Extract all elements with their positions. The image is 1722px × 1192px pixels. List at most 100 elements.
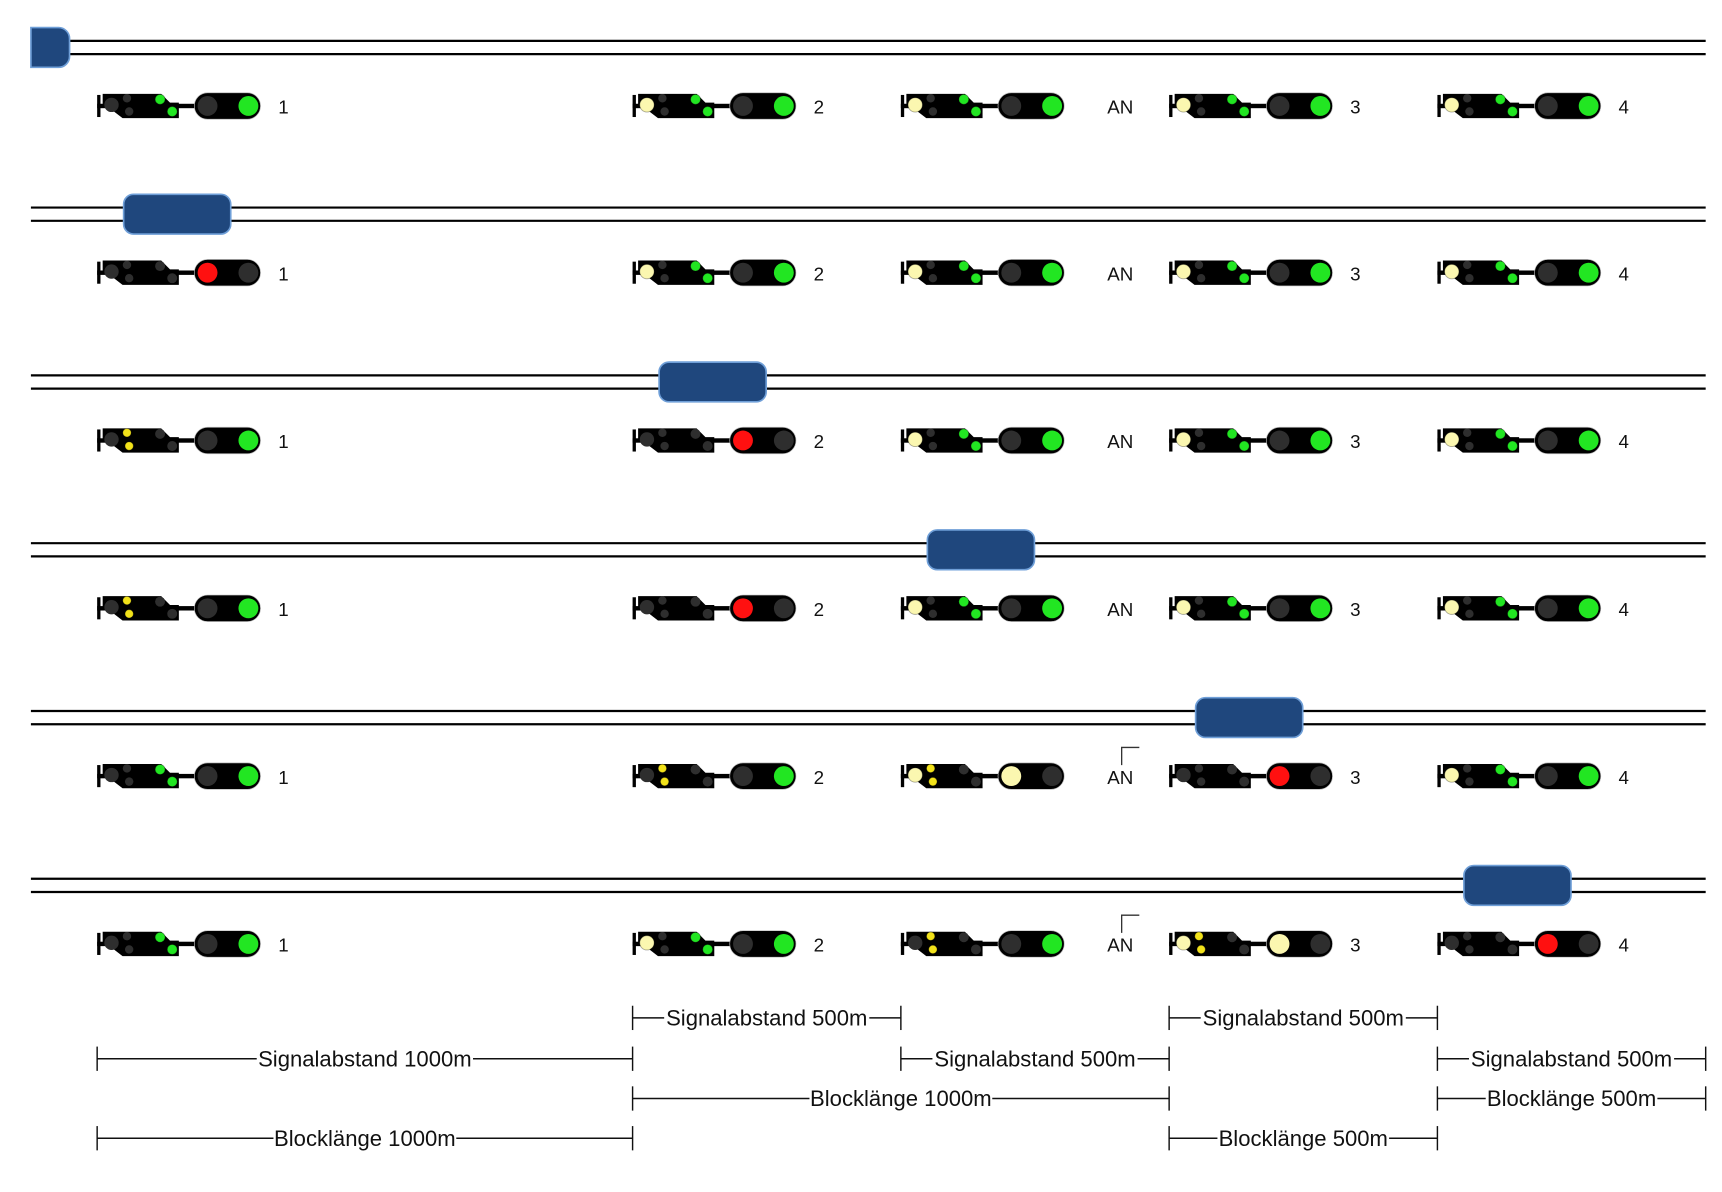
- signal-4: 4: [1437, 426, 1629, 455]
- signal-label-4: 4: [1618, 263, 1628, 284]
- distant-lamp-2-off: [122, 94, 132, 103]
- signal-bracket: [632, 606, 642, 611]
- main-lamp-2-green: [1310, 96, 1331, 116]
- distant-lamp-2-off: [658, 596, 667, 605]
- distant-lamp-5-green: [166, 776, 178, 788]
- distant-lamp-1-white_yellow: [1444, 263, 1460, 280]
- signal-label-2: 2: [814, 431, 824, 452]
- main-lamp-1-off: [733, 96, 753, 116]
- signal-connector: [1248, 438, 1269, 443]
- main-lamp-1-off: [1001, 598, 1022, 619]
- signal-label-4: 4: [1618, 431, 1628, 452]
- distant-lamp-2-off: [1194, 764, 1204, 773]
- main-lamp-2-green: [238, 598, 259, 619]
- distant-lamp-3-yellow: [1196, 944, 1206, 955]
- signal-connector: [176, 941, 197, 947]
- signal-label-3: 3: [1350, 767, 1360, 788]
- signal-bracket: [97, 103, 106, 109]
- distant-lamp-5-green: [1238, 106, 1250, 117]
- main-lamp-1-red: [197, 262, 218, 283]
- main-lamp-1-off: [733, 262, 753, 283]
- distant-lamp-2-yellow: [122, 428, 132, 438]
- train: [1463, 864, 1572, 907]
- distant-lamp-4-green: [690, 93, 701, 105]
- distant-lamp-4-green: [958, 428, 970, 440]
- distant-lamp-5-green: [166, 944, 178, 955]
- train: [122, 193, 232, 235]
- distant-lamp-4-off: [690, 596, 701, 607]
- main-lamp-2-green: [1310, 430, 1331, 451]
- signal-bracket: [97, 773, 106, 779]
- distant-lamp-3-off: [124, 107, 134, 116]
- signal-label-3: 3: [1350, 97, 1360, 118]
- main-lamp-1-red: [1269, 766, 1290, 787]
- signal-label-1: 1: [278, 431, 288, 452]
- train: [926, 529, 1036, 571]
- signal-bracket: [1169, 773, 1178, 779]
- main-lamp-2-green: [773, 262, 794, 283]
- signal-label-3: 3: [1350, 431, 1360, 452]
- signal-connector: [980, 103, 1001, 109]
- distant-lamp-3-off: [1196, 441, 1206, 451]
- main-lamp-2-green: [1042, 430, 1063, 451]
- distant-lamp-5-off: [167, 608, 178, 619]
- distant-lamp-5-off: [702, 608, 713, 619]
- distant-lamp-4-green: [1494, 260, 1506, 272]
- distant-lamp-1-white_yellow: [1175, 97, 1192, 113]
- main-lamp-1-off: [1001, 430, 1022, 451]
- signal-3: 3: [1169, 426, 1361, 455]
- distant-lamp-4-green: [154, 931, 166, 943]
- main-lamp-1-off: [1269, 598, 1290, 619]
- signal-bracket: [97, 438, 106, 443]
- main-lamp-2-green: [1042, 96, 1063, 116]
- signal-label-an: AN: [1107, 599, 1133, 620]
- signal-bracket: [1169, 270, 1178, 275]
- signal-connector: [980, 606, 1001, 611]
- distant-lamp-5-green: [1507, 440, 1518, 452]
- distant-lamp-3-off: [124, 274, 134, 283]
- signal-label-an: AN: [1107, 263, 1133, 284]
- distant-lamp-3-off: [124, 777, 134, 786]
- main-lamp-2-green: [1578, 430, 1599, 451]
- signal-connector: [712, 773, 732, 779]
- distant-lamp-5-off: [1507, 944, 1518, 955]
- signal-1: 1: [97, 259, 289, 287]
- distant-lamp-2-off: [122, 260, 132, 270]
- main-lamp-2-off: [238, 262, 259, 283]
- signal-bracket: [1169, 438, 1178, 443]
- signal-label-1: 1: [278, 935, 288, 956]
- distant-lamp-2-yellow: [122, 595, 132, 606]
- signal-bracket: [900, 606, 910, 611]
- signal-label-2: 2: [814, 935, 824, 956]
- signal-connector: [712, 270, 732, 275]
- main-lamp-2-green: [1578, 262, 1599, 283]
- distant-lamp-3-off: [1465, 777, 1474, 786]
- main-lamp-1-off: [1001, 933, 1022, 954]
- signal-an: AN: [900, 259, 1133, 287]
- main-lamp-2-green: [1310, 262, 1331, 283]
- dimension-2: Signalabstand 500m: [1168, 1006, 1439, 1031]
- main-lamp-1-off: [733, 933, 753, 954]
- signal-label-an: AN: [1107, 431, 1133, 452]
- main-lamp-1-red: [733, 430, 753, 451]
- distant-lamp-2-off: [658, 260, 667, 270]
- distant-lamp-2-off: [1463, 931, 1472, 941]
- distant-lamp-5-green: [970, 272, 982, 284]
- distant-lamp-3-off: [1465, 945, 1474, 954]
- signal-1: 1: [97, 92, 289, 120]
- distant-lamp-1-white_yellow: [907, 97, 923, 113]
- signal-connector: [176, 773, 197, 779]
- distant-lamp-2-off: [1463, 596, 1472, 605]
- dimension-label: Signalabstand 1000m: [258, 1046, 472, 1071]
- signal-connector: [1248, 773, 1269, 779]
- main-lamp-2-green: [238, 766, 259, 787]
- main-lamp-1-off: [1269, 262, 1290, 283]
- signal-1: 1: [97, 426, 289, 455]
- distant-lamp-4-green: [690, 931, 701, 943]
- main-lamp-2-off: [1310, 933, 1331, 954]
- distant-lamp-1-white_yellow: [1444, 431, 1460, 448]
